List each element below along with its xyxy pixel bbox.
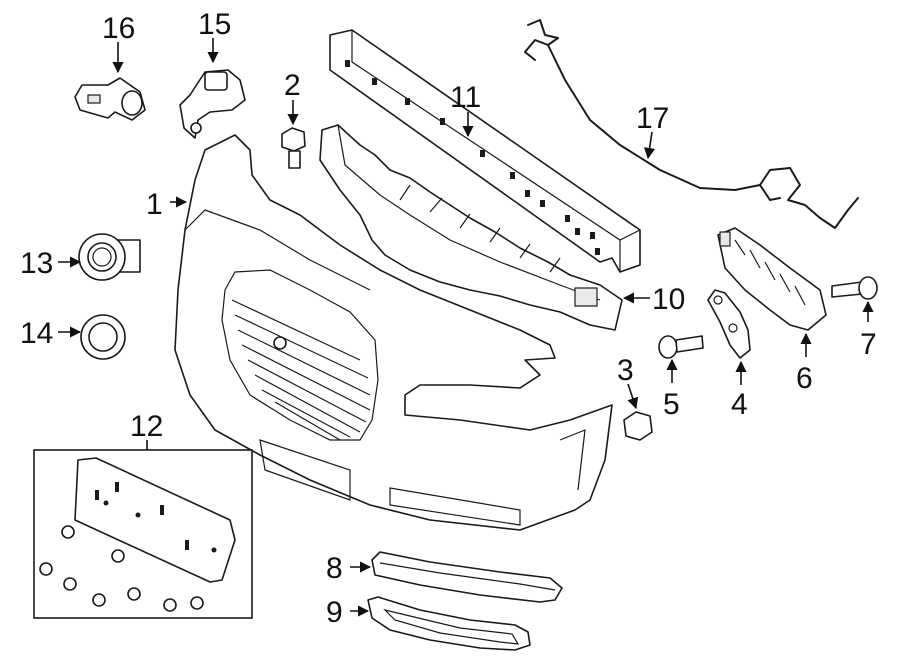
part-12-license-bracket-kit xyxy=(33,449,253,619)
callout-15: 15 xyxy=(198,8,231,41)
part-11-reinforcement-bar xyxy=(329,29,641,273)
part-1-bumper-cover xyxy=(174,134,613,531)
callout-7: 7 xyxy=(860,328,877,361)
callout-1: 1 xyxy=(146,188,163,221)
part-15-sensor-bracket xyxy=(179,69,246,139)
callout-8: 8 xyxy=(326,552,343,585)
part-14-sensor-ring xyxy=(80,314,126,360)
part-5-bolt xyxy=(658,335,704,359)
part-10-energy-absorber xyxy=(319,124,623,331)
callout-4: 4 xyxy=(731,388,748,421)
callout-labels: 1 2 3 4 5 6 7 8 9 10 11 12 13 14 15 16 1… xyxy=(20,8,877,629)
callout-10: 10 xyxy=(652,283,685,316)
part-8-lower-molding xyxy=(371,551,563,603)
callout-3: 3 xyxy=(617,354,634,387)
callout-12: 12 xyxy=(130,410,163,443)
part-9-lower-molding xyxy=(367,596,531,651)
part-17-wiring-harness xyxy=(524,19,859,229)
part-4-bracket xyxy=(707,289,751,359)
part-3-clip xyxy=(623,411,653,441)
part-7-bolt xyxy=(831,276,878,300)
callout-17: 17 xyxy=(636,102,669,135)
callout-9: 9 xyxy=(326,596,343,629)
callout-16: 16 xyxy=(102,12,135,45)
callout-6: 6 xyxy=(796,362,813,395)
part-16-parking-sensor xyxy=(74,77,146,121)
callout-13: 13 xyxy=(20,247,53,280)
callout-14: 14 xyxy=(20,317,53,350)
callout-5: 5 xyxy=(663,388,680,421)
part-13-sensor-housing xyxy=(78,233,141,281)
part-6-side-bracket xyxy=(717,227,827,331)
callout-2: 2 xyxy=(284,69,301,102)
callout-11: 11 xyxy=(450,81,481,114)
leader-arrows xyxy=(58,38,874,617)
part-2-bolt xyxy=(281,127,306,169)
